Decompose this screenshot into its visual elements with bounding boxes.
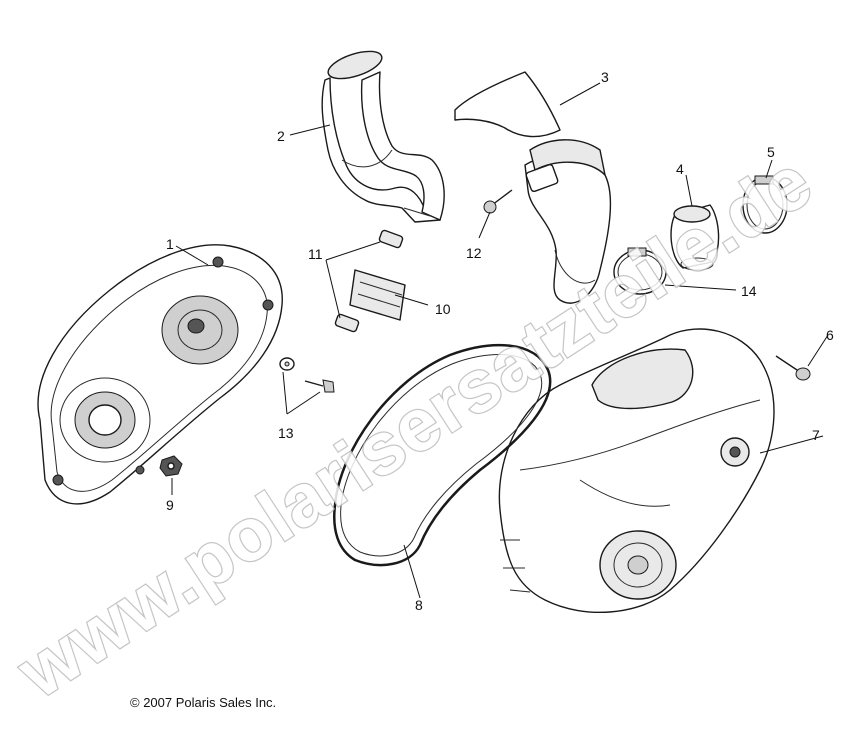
callout-1: 1	[166, 236, 174, 252]
callout-10: 10	[435, 301, 451, 317]
hose-clamp-part-14	[613, 247, 667, 295]
drive-belt-part-8	[333, 344, 552, 567]
callout-8: 8	[415, 597, 423, 613]
outlet-duct-part-3	[454, 71, 612, 304]
callout-14: 14	[741, 283, 757, 299]
pin-part-11	[334, 229, 404, 333]
nut-part-9	[159, 455, 183, 477]
callout-7: 7	[812, 427, 820, 443]
callout-13: 13	[278, 425, 294, 441]
callout-labels: 1 2 3 4 5 6 7 8 9 10 11 12 13 14	[166, 69, 834, 613]
grommet-part-10	[349, 269, 406, 321]
callout-3: 3	[601, 69, 609, 85]
leader-lines	[171, 82, 829, 599]
callout-9: 9	[166, 497, 174, 513]
callout-12: 12	[466, 245, 482, 261]
bolt-part-6	[775, 355, 811, 381]
callout-11: 11	[308, 246, 323, 262]
callout-4: 4	[676, 161, 684, 177]
copyright-notice: © 2007 Polaris Sales Inc.	[130, 695, 276, 710]
callout-2: 2	[277, 128, 285, 144]
coupler-part-4	[670, 204, 720, 271]
intake-duct-part-2	[321, 50, 445, 223]
outer-clutch-cover-part-7	[498, 328, 775, 614]
inner-clutch-cover-part-1	[37, 244, 283, 505]
bolt-part-12	[483, 189, 513, 214]
washer-bolt-part-13	[279, 357, 335, 393]
hose-clamp-part-5	[742, 175, 788, 234]
callout-6: 6	[826, 327, 834, 343]
callout-5: 5	[767, 144, 775, 160]
